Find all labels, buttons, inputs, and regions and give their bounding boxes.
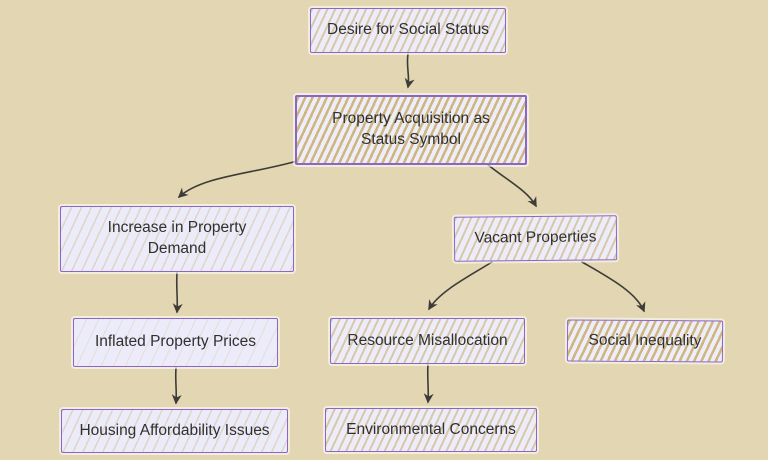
node-increase-in-property-demand: Increase in Property Demand [60, 206, 294, 272]
node-property-acquisition-as-status-symbol: Property Acquisition as Status Symbol [295, 95, 527, 165]
node-label: Desire for Social Status [327, 21, 489, 39]
node-label: Environmental Concerns [346, 420, 516, 438]
node-resource-misallocation: Resource Misallocation [330, 318, 525, 364]
node-label: Vacant Properties [474, 228, 597, 247]
edge-vacant-to-misallocation [428, 261, 493, 311]
node-label: Resource Misallocation [347, 331, 508, 349]
node-inflated-property-prices: Inflated Property Prices [73, 318, 278, 367]
edge-acquisition-to-vacant [486, 163, 537, 208]
node-desire-for-social-status: Desire for Social Status [310, 8, 506, 53]
node-label: Increase in Property Demand [107, 219, 247, 257]
node-housing-affordability-issues: Housing Affordability Issues [61, 409, 288, 453]
node-label: Housing Affordability Issues [79, 421, 270, 439]
node-label: Property Acquisition as Status Symbol [332, 110, 490, 148]
node-social-inequality: Social Inequality [566, 319, 724, 363]
edge-misallocation-to-environment [423, 364, 434, 404]
edge-acquisition-to-demand [177, 160, 298, 199]
edge-prices-to-affordability [171, 367, 182, 405]
edge-vacant-to-inequality [581, 261, 646, 313]
edge-demand-to-prices [172, 272, 183, 314]
node-environmental-concerns: Environmental Concerns [325, 408, 537, 452]
node-label: Inflated Property Prices [94, 333, 257, 351]
node-label: Social Inequality [588, 331, 702, 349]
node-vacant-properties: Vacant Properties [453, 215, 618, 262]
edge-desire-to-acquisition [404, 53, 415, 89]
